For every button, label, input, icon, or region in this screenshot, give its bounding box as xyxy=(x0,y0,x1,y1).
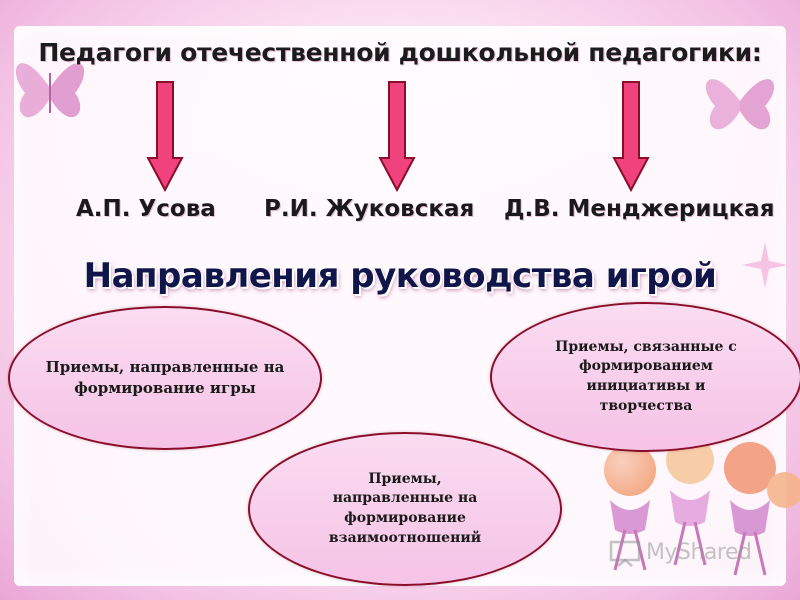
author-zhukovskaya: Р.И. Жуковская xyxy=(264,196,475,222)
author-mendzheritskaya: Д.В. Менджерицкая xyxy=(504,196,775,222)
watermark-text: MyShared xyxy=(646,540,752,565)
arrow-down-icon xyxy=(146,81,184,192)
diagram-title: Педагоги отечественной дошкольной педаго… xyxy=(38,38,762,67)
dancing-apples-icon xyxy=(604,436,800,576)
technique-text: Приемы, направленные на формирование вза… xyxy=(328,470,482,546)
technique-oval-relationships: Приемы, направленные на формирование вза… xyxy=(248,432,562,586)
technique-text: Приемы, связанные с формированием инициа… xyxy=(555,338,737,414)
projector-icon xyxy=(609,540,641,567)
butterfly-icon xyxy=(705,79,775,130)
star-icon xyxy=(742,242,788,288)
arrow-down-icon xyxy=(378,81,416,192)
author-usova: А.П. Усова xyxy=(76,196,216,222)
technique-oval-game-formation: Приемы, направленные на формирование игр… xyxy=(8,306,322,450)
technique-text: Приемы, направленные на формирование игр… xyxy=(45,358,285,397)
technique-oval-initiative: Приемы, связанные с формированием инициа… xyxy=(490,302,800,452)
arrow-down-icon xyxy=(612,81,650,192)
section-heading: Направления руководства игрой xyxy=(83,256,717,296)
butterfly-icon xyxy=(15,63,85,118)
